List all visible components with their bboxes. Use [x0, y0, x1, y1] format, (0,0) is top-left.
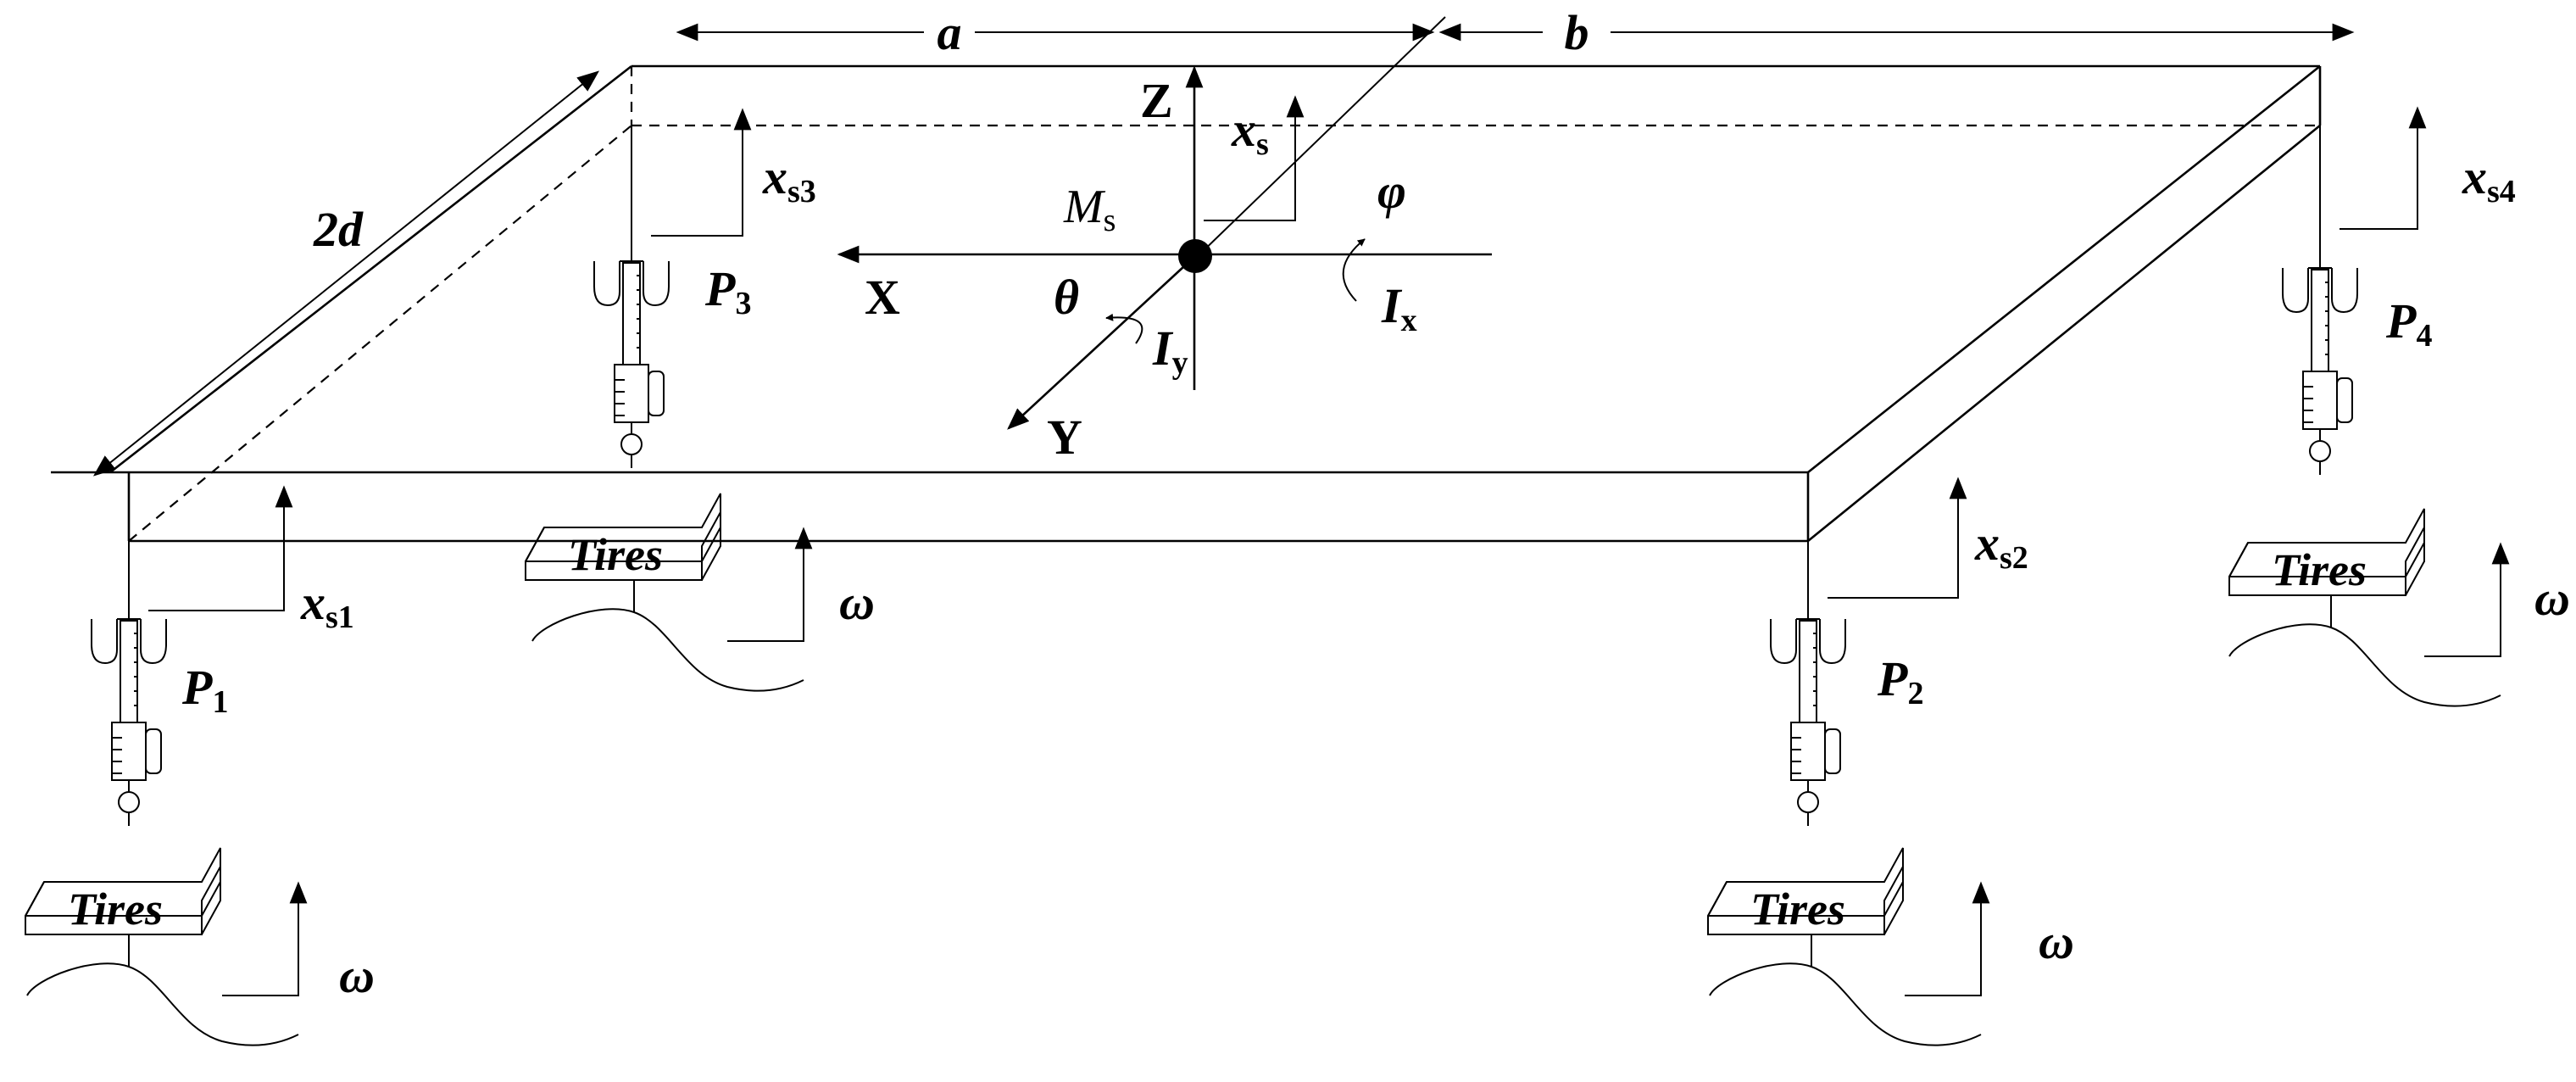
omega-label-3: ω — [839, 575, 875, 630]
xs1-label: xs1 — [300, 575, 354, 635]
axis-y-label: Y — [1047, 410, 1082, 465]
tire-label-1: Tires — [68, 884, 163, 934]
xs3-label: xs3 — [762, 149, 816, 209]
ix-label: Ix — [1381, 278, 1417, 338]
dim-2d-label: 2d — [313, 202, 364, 257]
dimension-a: a — [676, 5, 1435, 60]
center-diagonal — [1194, 16, 1446, 259]
omega-label-4: ω — [2534, 571, 2570, 626]
xs2-label: xs2 — [1974, 516, 2028, 576]
suspension-p3: xs3 P3 Tires ω — [525, 108, 875, 691]
p1-label: P1 — [181, 660, 228, 720]
dimension-2d: 2d — [92, 70, 600, 477]
dim-a-label: a — [937, 5, 962, 60]
tire-label-4: Tires — [2272, 544, 2367, 595]
suspension-p1: xs1 P1 Tires ω — [25, 485, 375, 1046]
suspension-p2: xs2 P2 Tires ω — [1707, 477, 2074, 1046]
center-of-mass-dot — [1178, 239, 1212, 273]
chassis-frame — [51, 64, 2322, 543]
coordinate-system: Z X Y xs Ms φ Ix θ Iy — [837, 65, 1492, 465]
suspension-p4: xs4 P4 Tires ω — [2228, 106, 2570, 706]
theta-label: θ — [1054, 270, 1079, 325]
dimension-b: b — [1438, 5, 2355, 60]
p2-label: P2 — [1877, 651, 1923, 711]
tire-label-2: Tires — [1750, 884, 1845, 934]
iy-label: Iy — [1152, 321, 1188, 381]
phi-label: φ — [1377, 164, 1406, 219]
axis-x-label: X — [865, 270, 900, 325]
tire-label-3: Tires — [568, 529, 663, 580]
xs4-label: xs4 — [2462, 149, 2516, 209]
axis-z-label: Z — [1140, 73, 1173, 128]
xs-label: xs — [1231, 102, 1269, 162]
omega-label-2: ω — [2039, 914, 2074, 969]
p4-label: P4 — [2385, 293, 2432, 354]
dim-b-label: b — [1565, 5, 1589, 60]
p3-label: P3 — [704, 261, 751, 321]
omega-label-1: ω — [339, 948, 375, 1003]
ms-label: Ms — [1063, 181, 1116, 238]
